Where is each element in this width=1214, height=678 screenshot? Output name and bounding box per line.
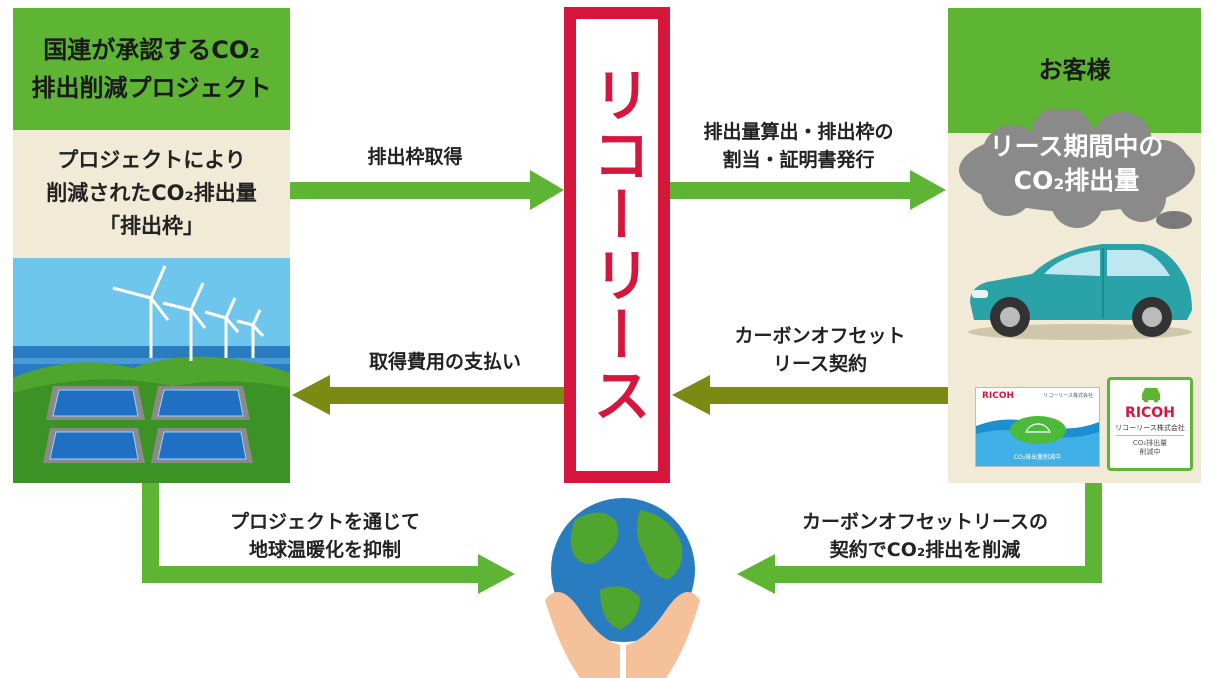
car-badge-icon [1142,388,1160,403]
eco-badge-ricoh-company: リコーリース株式会社 [1115,424,1185,432]
arrow-allocate-line1: 排出量算出・排出枠の [703,121,894,143]
eco-badge-ricoh-caption1: CO₂排出量 [1132,439,1168,447]
arrow-pay [292,375,564,415]
project-header-line2: 排出削減プロジェクト [31,74,272,102]
emission-cloud-icon [959,110,1195,229]
project-description-line1: プロジェクトにより [57,148,246,172]
arrow-allocate-label: 排出量算出・排出枠の 割当・証明書発行 [676,118,921,174]
arrow-contract-label: カーボンオフセット リース契約 [700,322,940,378]
emission-cloud-text: リース期間中の CO₂排出量 [952,130,1201,198]
emission-cloud-line2: CO₂排出量 [1013,166,1140,195]
arrow-customer-label: カーボンオフセットリースの 契約でCO₂排出を削減 [775,508,1075,564]
eco-badge-wave-brand: RICOH [982,391,1015,401]
arrow-acquire [290,170,564,210]
eco-badge-ricoh: RICOH リコーリース株式会社 CO₂排出量 削減中 [1107,377,1193,471]
arrow-pay-label: 取得費用の支払い [368,351,521,373]
arrow-contract-line1: カーボンオフセット [734,325,906,347]
arrow-project-to-earth [142,483,515,594]
car-icon [968,244,1192,340]
arrow-allocate-line2: 割当・証明書発行 [722,149,875,171]
eco-badge-ricoh-caption: CO₂排出量 削減中 [1116,435,1184,457]
project-description-line2: 削減されたCO₂排出量 [46,181,257,205]
renewable-energy-illustration [13,258,290,483]
emission-cloud-line1: リース期間中の [989,132,1164,161]
eco-badge-wave-caption: CO₂排出量削減中 [1013,454,1062,461]
project-description-line3: 「排出枠」 [99,214,204,238]
ricoh-leasing-box: リコーリース [564,7,670,483]
arrow-project-line1: プロジェクトを通じて [229,511,420,533]
project-description: プロジェクトにより 削減されたCO₂排出量 「排出枠」 [13,130,290,258]
arrow-customer-line2: 契約でCO₂排出を削減 [829,539,1021,561]
arrow-contract [672,375,948,415]
eco-badge-ricoh-brand: RICOH [1125,405,1175,421]
eco-badge-wave: RICOH リコーリース株式会社 CO₂排出量削減中 [975,387,1100,467]
customer-header-label: お客様 [1038,56,1111,84]
hands-icon [545,592,700,678]
arrow-customer-to-earth [737,483,1102,594]
ricoh-leasing-title: リコーリース [583,65,651,425]
arrow-project-line2: 地球温暖化を抑制 [248,539,401,561]
eco-badge-ricoh-caption2: 削減中 [1139,448,1161,456]
project-header: 国連が承認するCO₂ 排出削減プロジェクト [13,8,290,130]
arrow-allocate [670,170,946,210]
project-header-line1: 国連が承認するCO₂ [43,36,260,64]
arrow-contract-line2: リース契約 [772,353,868,375]
arrow-acquire-label: 排出枠取得 [367,146,463,168]
solar-panel-icon [43,386,253,463]
eco-badge-wave-sub: リコーリース株式会社 [1043,393,1093,399]
earth-globe-icon [551,498,695,642]
arrow-project-label: プロジェクトを通じて 地球温暖化を抑制 [175,508,475,564]
arrow-customer-line1: カーボンオフセットリースの [801,511,1049,533]
wind-turbine-icon [112,265,265,361]
